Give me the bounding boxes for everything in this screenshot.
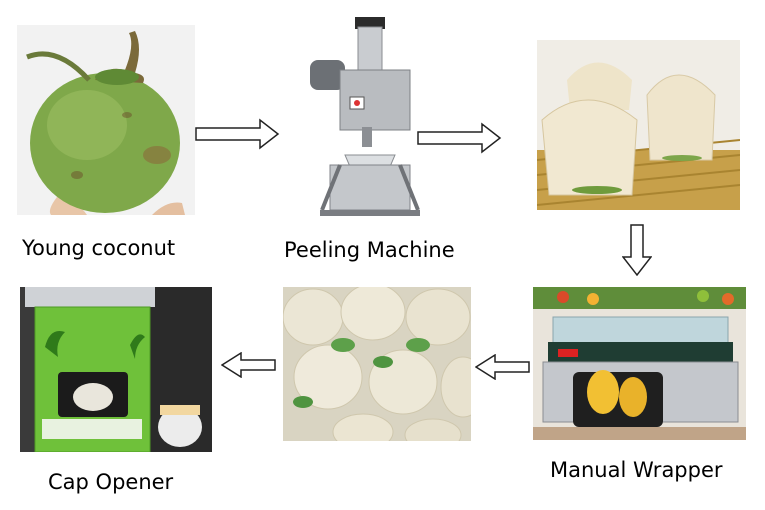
young-coconut-photo	[17, 25, 195, 215]
trimmed-coconuts-photo	[283, 287, 471, 441]
label-manual-wrapper: Manual Wrapper	[550, 458, 723, 482]
label-young-coconut: Young coconut	[22, 236, 176, 260]
peeled-coconuts-photo	[537, 40, 740, 210]
arrow-right-1	[195, 118, 280, 150]
label-peeling-machine: Peeling Machine	[284, 238, 455, 262]
arrow-down	[622, 224, 652, 276]
arrow-right-2	[417, 122, 502, 154]
label-cap-opener: Cap Opener	[48, 470, 174, 494]
arrow-left-2	[221, 352, 276, 378]
peeling-machine-photo	[300, 15, 430, 225]
arrow-left-1	[475, 354, 530, 380]
cap-opener-photo	[20, 287, 212, 452]
manual-wrapper-photo	[533, 287, 746, 440]
